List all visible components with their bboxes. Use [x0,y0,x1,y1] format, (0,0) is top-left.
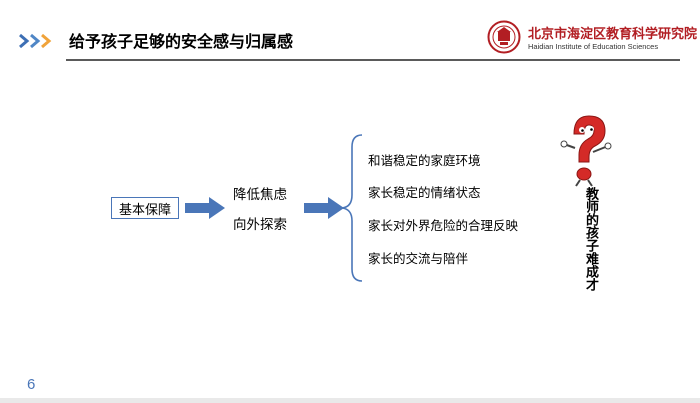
page-number: 6 [27,376,36,393]
arrow-right-icon [185,197,225,219]
list-item: 家长对外界危险的合理反映 [368,218,519,233]
footer-bar [0,398,700,403]
title-divider [66,59,680,61]
middle-line-1: 降低焦虑 [233,187,287,203]
institute-name-cn: 北京市海淀区教育科学研究院 [528,27,698,42]
root-label: 基本保障 [118,202,171,218]
middle-line-2: 向外探索 [233,217,287,233]
institute-name-en: Haidian Institute of Education Sciences [528,42,659,51]
question-mark-icon [560,115,612,187]
chevrons-icon [19,33,52,49]
list-item: 家长稳定的情绪状态 [368,185,481,200]
vertical-caption: 教师的孩子难成才 [583,187,598,291]
list-item: 家长的交流与陪伴 [368,251,469,266]
list-item: 和谐稳定的家庭环境 [368,153,481,168]
arrow-right-icon [304,197,344,219]
slide-title: 给予孩子足够的安全感与归属感 [69,32,294,51]
institute-seal-icon [487,20,521,54]
left-brace-icon [341,134,363,282]
root-label-box: 基本保障 [111,197,179,219]
institute-logo: 北京市海淀区教育科学研究院 Haidian Institute of Educa… [487,20,697,56]
